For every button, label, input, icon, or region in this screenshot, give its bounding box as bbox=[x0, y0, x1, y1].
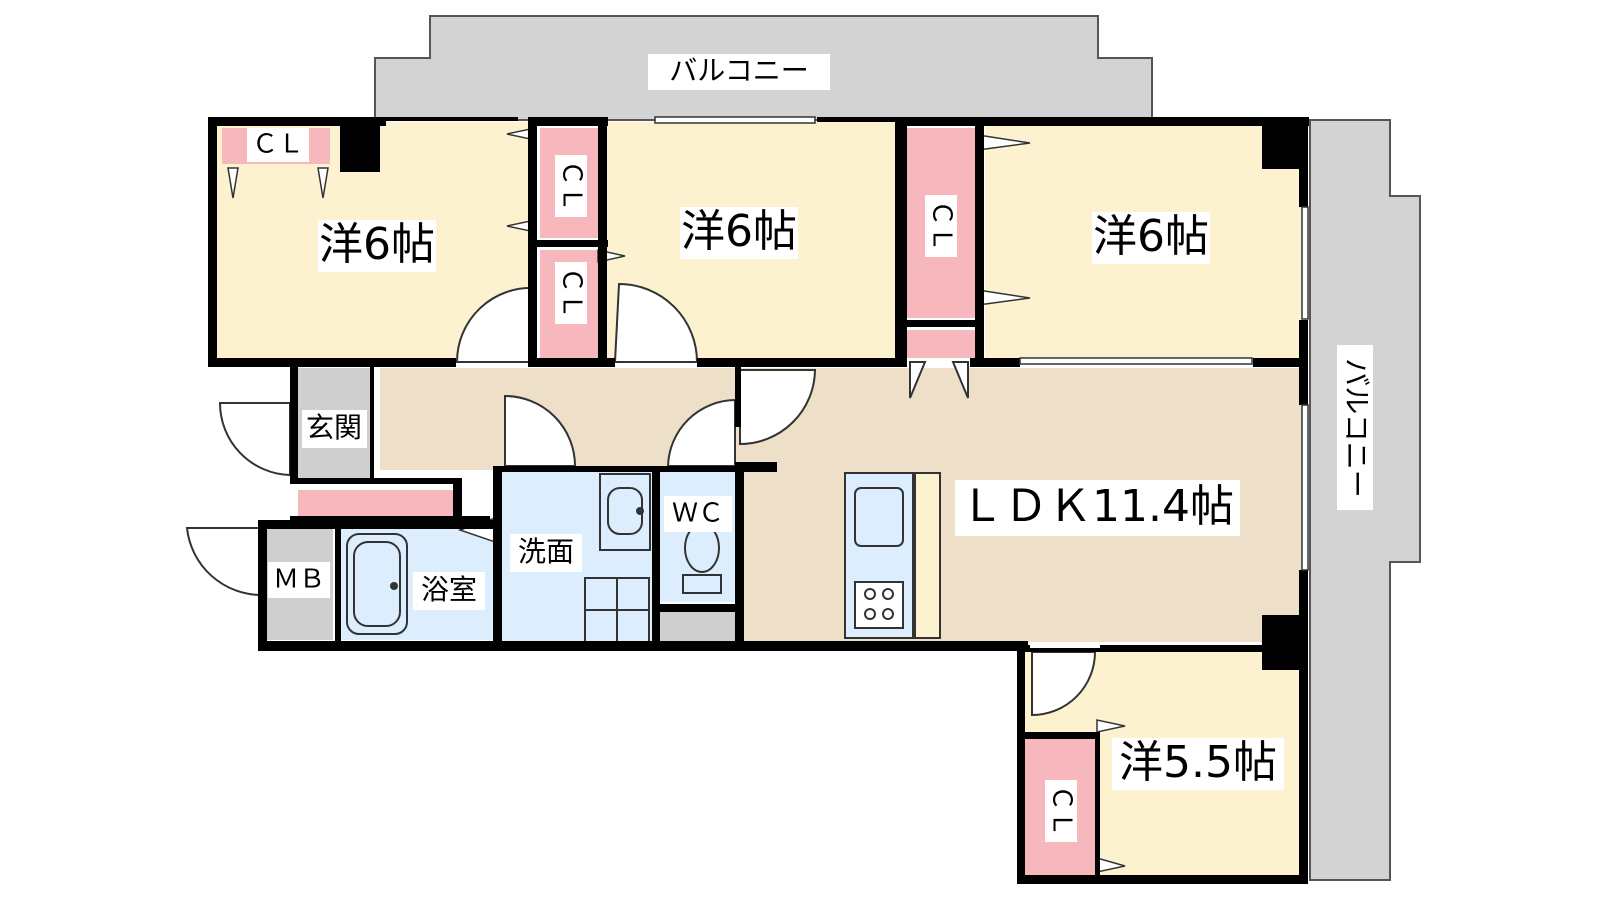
ldk-label: ＬＤＫ11.4帖 bbox=[960, 481, 1234, 532]
kitchen-counter bbox=[844, 472, 941, 639]
genkan-label: 玄関 bbox=[306, 411, 362, 444]
utility-floor bbox=[660, 610, 735, 642]
door-swings bbox=[185, 282, 1097, 717]
closet-3-label: ＣＬ bbox=[557, 267, 587, 319]
bathtub bbox=[346, 533, 408, 635]
closet-2-label: ＣＬ bbox=[557, 160, 587, 212]
balcony-right-label: バルコニー bbox=[1340, 358, 1373, 497]
balcony-top-label: バルコニー bbox=[669, 54, 808, 87]
shoe-closet bbox=[298, 490, 453, 516]
bedroom-2-label: 洋6帖 bbox=[681, 206, 797, 257]
balcony-right: バルコニー bbox=[1309, 119, 1421, 881]
bedroom-4-label: 洋5.5帖 bbox=[1119, 737, 1277, 788]
toilet bbox=[682, 523, 722, 594]
wc-label: ＷＣ bbox=[672, 499, 724, 529]
closet-5-label: ＣＬ bbox=[1047, 785, 1077, 837]
windows bbox=[654, 116, 1309, 571]
room-labels: 洋6帖 洋6帖 洋6帖 洋5.5帖 ＬＤＫ11.4帖 玄関 洗面 浴室 ＷＣ Ｍ… bbox=[268, 206, 1284, 790]
bedroom-1-label: 洋6帖 bbox=[319, 219, 435, 270]
closet-4-label: ＣＬ bbox=[927, 200, 957, 252]
closet-5 bbox=[905, 330, 975, 358]
walls bbox=[208, 117, 1309, 884]
wash-basin bbox=[584, 473, 651, 643]
washroom-label: 洗面 bbox=[518, 535, 574, 568]
bath-label: 浴室 bbox=[421, 573, 477, 606]
closet-labels: ＣＬ ＣＬ ＣＬ ＣＬ ＣＬ bbox=[247, 128, 1077, 842]
closet-1-label: ＣＬ bbox=[252, 130, 304, 160]
mb-label: ＭＢ bbox=[273, 565, 325, 595]
balcony-top: バルコニー bbox=[374, 15, 1153, 121]
bedroom-3-label: 洋6帖 bbox=[1093, 211, 1209, 262]
